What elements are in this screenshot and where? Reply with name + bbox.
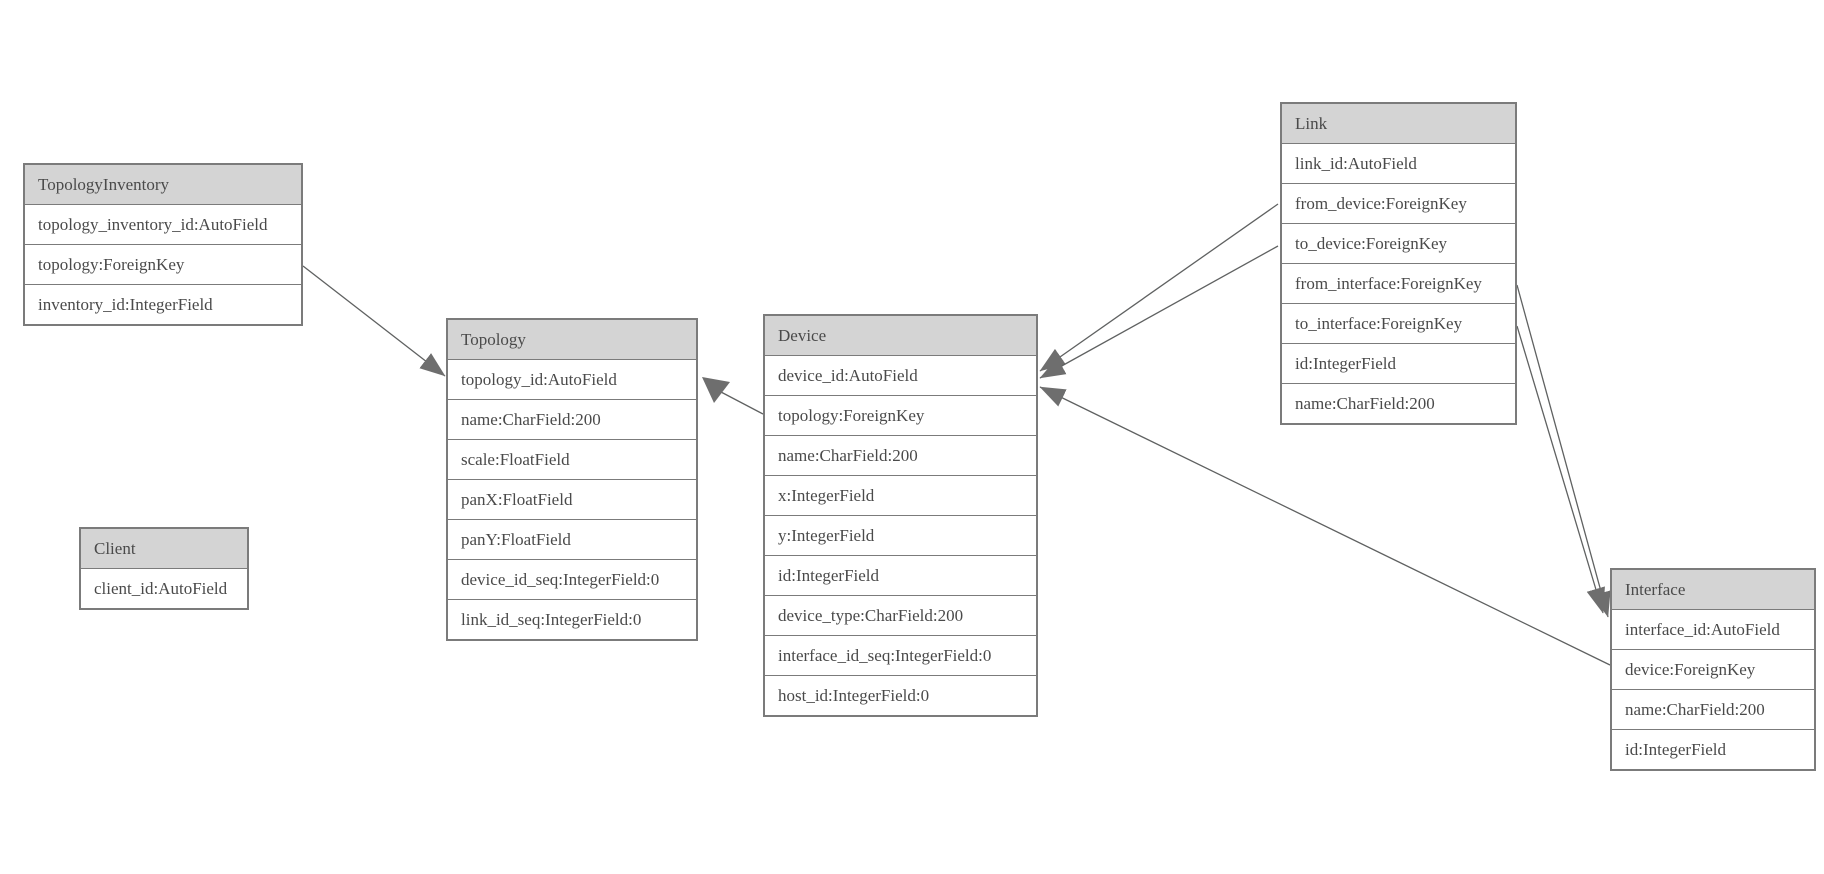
table-topology: Topology topology_id:AutoField name:Char… xyxy=(446,318,698,641)
arrowhead-device-topology-icon xyxy=(702,377,730,403)
field-row: to_device:ForeignKey xyxy=(1282,224,1515,264)
field-row: client_id:AutoField xyxy=(81,569,247,608)
field-row: device:ForeignKey xyxy=(1612,650,1814,690)
field-row: from_device:ForeignKey xyxy=(1282,184,1515,224)
table-header: Topology xyxy=(448,320,696,360)
table-device: Device device_id:AutoField topology:Fore… xyxy=(763,314,1038,717)
field-row: from_interface:ForeignKey xyxy=(1282,264,1515,304)
edge-link-to-device xyxy=(1039,245,1279,379)
field-row: panY:FloatField xyxy=(448,520,696,560)
field-row: scale:FloatField xyxy=(448,440,696,480)
edge-link-from-device xyxy=(1039,203,1279,372)
field-row: inventory_id:IntegerField xyxy=(25,285,301,324)
edge-link-from-interface xyxy=(1516,284,1611,618)
field-row: name:CharField:200 xyxy=(1612,690,1814,730)
table-client: Client client_id:AutoField xyxy=(79,527,249,610)
table-link: Link link_id:AutoField from_device:Forei… xyxy=(1280,102,1517,425)
field-row: id:IntegerField xyxy=(765,556,1036,596)
field-row: id:IntegerField xyxy=(1612,730,1814,769)
field-row: panX:FloatField xyxy=(448,480,696,520)
field-row: host_id:IntegerField:0 xyxy=(765,676,1036,715)
field-row: to_interface:ForeignKey xyxy=(1282,304,1515,344)
table-interface: Interface interface_id:AutoField device:… xyxy=(1610,568,1816,771)
field-row: name:CharField:200 xyxy=(448,400,696,440)
field-row: id:IntegerField xyxy=(1282,344,1515,384)
field-row: name:CharField:200 xyxy=(765,436,1036,476)
field-row: interface_id:AutoField xyxy=(1612,610,1814,650)
table-header: Link xyxy=(1282,104,1515,144)
table-header: Client xyxy=(81,529,247,569)
field-row: link_id_seq:IntegerField:0 xyxy=(448,600,696,639)
table-header: Interface xyxy=(1612,570,1814,610)
field-row: device_type:CharField:200 xyxy=(765,596,1036,636)
field-row: topology:ForeignKey xyxy=(25,245,301,285)
field-row: topology_id:AutoField xyxy=(448,360,696,400)
table-header: Device xyxy=(765,316,1036,356)
field-row: interface_id_seq:IntegerField:0 xyxy=(765,636,1036,676)
field-row: name:CharField:200 xyxy=(1282,384,1515,423)
field-row: x:IntegerField xyxy=(765,476,1036,516)
field-row: link_id:AutoField xyxy=(1282,144,1515,184)
table-header: TopologyInventory xyxy=(25,165,301,205)
edge-interface-device xyxy=(1039,386,1611,666)
field-row: topology_inventory_id:AutoField xyxy=(25,205,301,245)
field-row: topology:ForeignKey xyxy=(765,396,1036,436)
field-row: y:IntegerField xyxy=(765,516,1036,556)
edge-device-topology xyxy=(720,391,764,415)
table-topologyinventory: TopologyInventory topology_inventory_id:… xyxy=(23,163,303,326)
field-row: device_id_seq:IntegerField:0 xyxy=(448,560,696,600)
edge-topologyinventory-topology xyxy=(302,265,446,377)
field-row: device_id:AutoField xyxy=(765,356,1036,396)
edge-link-to-interface xyxy=(1516,325,1605,614)
